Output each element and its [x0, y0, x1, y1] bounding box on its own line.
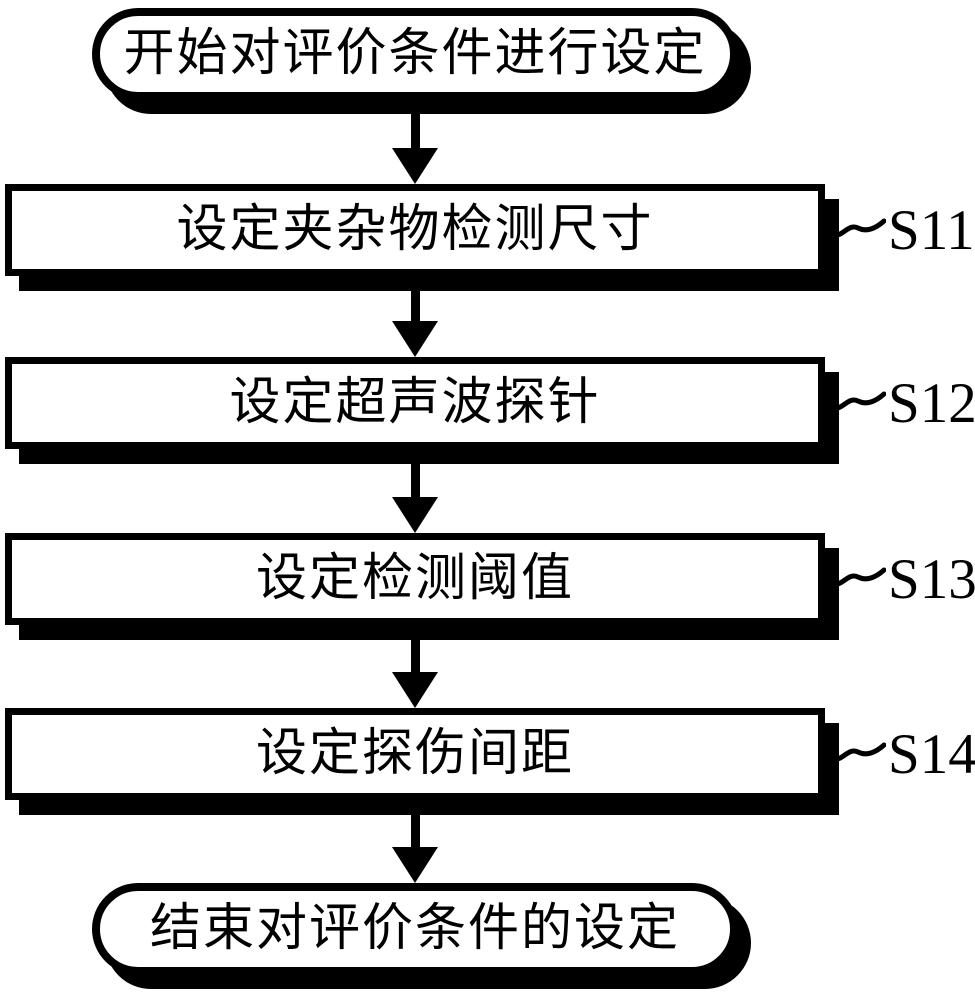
- arrow-shaft: [410, 802, 420, 847]
- process-box-s13: 设定检测阈值: [5, 533, 825, 625]
- tilde-connector-icon: [828, 742, 886, 762]
- process-label: 设定检测阈值: [255, 550, 574, 607]
- step-tag-label: S12: [888, 371, 975, 435]
- arrow-down-icon: [392, 278, 438, 357]
- start-label: 开始对评价条件进行设定: [123, 25, 707, 82]
- arrow-down-icon: [392, 628, 438, 708]
- end-label: 结束对评价条件的设定: [149, 900, 680, 957]
- step-tag-s11: S11: [828, 184, 975, 276]
- arrow-head: [392, 321, 438, 357]
- arrow-down-icon: [392, 452, 438, 533]
- step-tag-s14: S14: [828, 708, 975, 800]
- step-tag-s13: S13: [828, 533, 975, 625]
- arrow-down-icon: [392, 98, 438, 184]
- step-tag-label: S11: [888, 198, 975, 262]
- arrow-head: [392, 148, 438, 184]
- end-terminator: 结束对评价条件的设定: [92, 883, 738, 975]
- process-label: 设定夹杂物检测尺寸: [176, 201, 654, 258]
- arrow-shaft: [410, 628, 420, 672]
- arrow-shaft: [410, 98, 420, 148]
- arrow-shaft: [410, 452, 420, 497]
- tilde-connector-icon: [828, 391, 886, 411]
- tilde-connector-icon: [828, 567, 886, 587]
- start-terminator: 开始对评价条件进行设定: [92, 8, 738, 100]
- arrow-head: [392, 672, 438, 708]
- process-box-s14: 设定探伤间距: [5, 708, 825, 800]
- step-tag-label: S13: [888, 547, 975, 611]
- process-label: 设定探伤间距: [255, 725, 574, 782]
- process-label: 设定超声波探针: [229, 374, 601, 431]
- process-box-s12: 设定超声波探针: [5, 357, 825, 449]
- arrow-head: [392, 497, 438, 533]
- step-tag-label: S14: [888, 722, 975, 786]
- process-box-s11: 设定夹杂物检测尺寸: [5, 184, 825, 276]
- arrow-head: [392, 847, 438, 883]
- step-tag-s12: S12: [828, 357, 975, 449]
- arrow-down-icon: [392, 802, 438, 883]
- arrow-shaft: [410, 278, 420, 321]
- tilde-connector-icon: [828, 218, 886, 238]
